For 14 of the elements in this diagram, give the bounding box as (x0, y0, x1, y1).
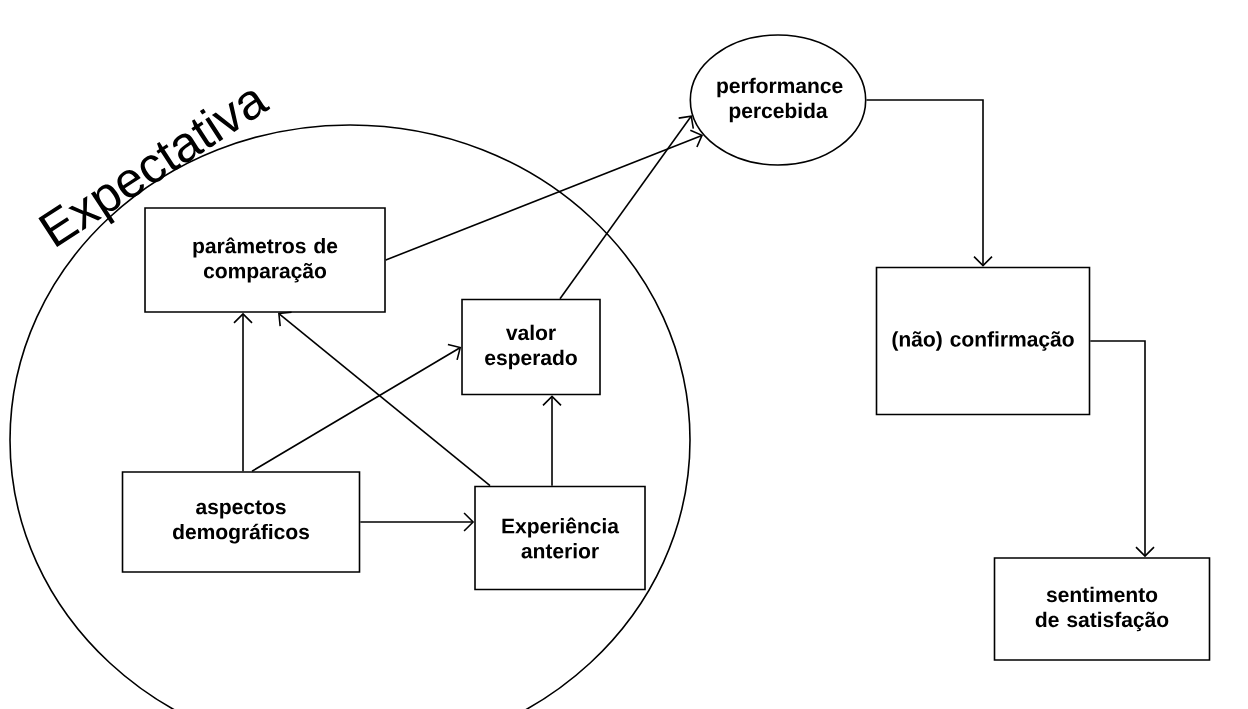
arrow (278, 311, 491, 487)
arrow (542, 395, 562, 487)
arrow (385, 129, 704, 261)
concept-box: valor esperado (461, 298, 601, 396)
arrow (865, 99, 993, 267)
concept-box: aspectos demográficos (121, 471, 361, 573)
concept-box: (não) confirmação (875, 266, 1091, 416)
concept-box: Experiência anterior (474, 485, 646, 591)
concept-box: sentimento de satisfação (993, 557, 1211, 661)
arrow (251, 343, 462, 472)
arrow (359, 512, 475, 532)
arrow (559, 115, 695, 300)
arrow (233, 312, 253, 472)
arrow (1089, 340, 1155, 558)
